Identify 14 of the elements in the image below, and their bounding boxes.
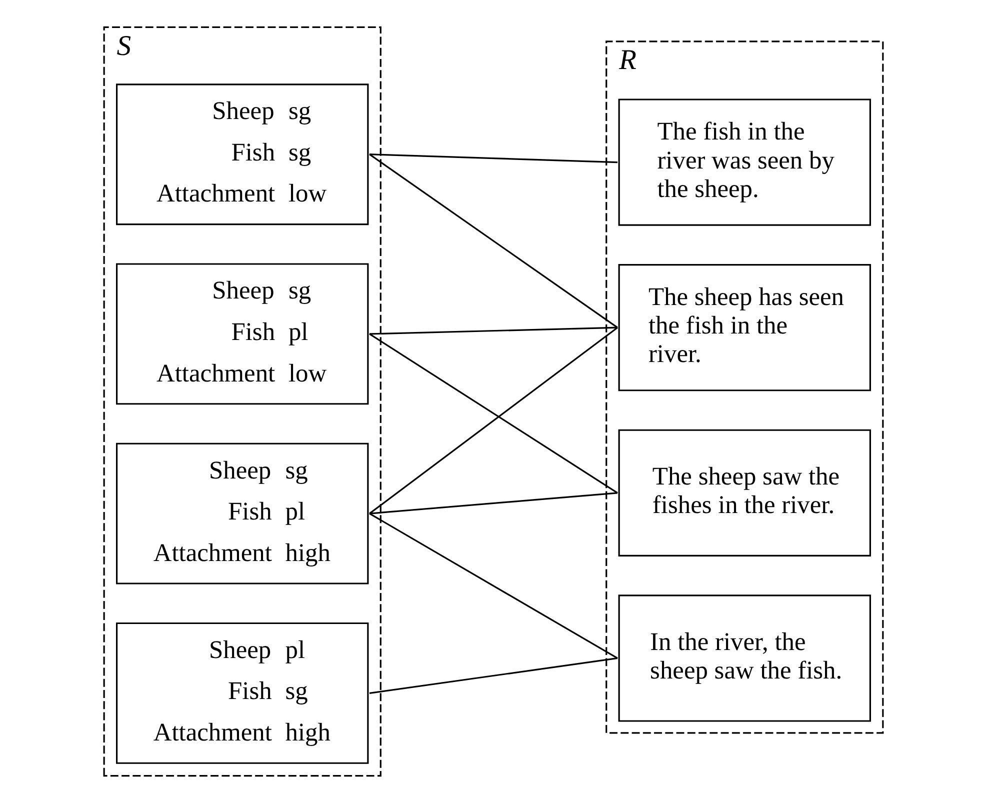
- node-box: The sheep has seen the fish in the river.: [618, 264, 871, 392]
- connector: [369, 154, 618, 328]
- node-box: Sheep pl Fish sg Attachment high: [116, 622, 369, 764]
- node-box: In the river, the sheep saw the fish.: [618, 594, 871, 722]
- node-box: Sheep sg Fish sg Attachment low: [116, 84, 369, 226]
- node-box: The sheep saw the fishes in the river.: [618, 429, 871, 556]
- connector: [370, 326, 618, 335]
- node-box: Sheep sg Fish pl Attachment low: [116, 263, 369, 405]
- connector: [369, 492, 618, 514]
- node-box: The fish in the river was seen by the sheep.: [618, 98, 871, 226]
- connector: [369, 657, 618, 694]
- connector: [369, 512, 618, 659]
- node-box: Sheep sg Fish pl Attachment high: [116, 442, 369, 584]
- connector: [370, 154, 618, 164]
